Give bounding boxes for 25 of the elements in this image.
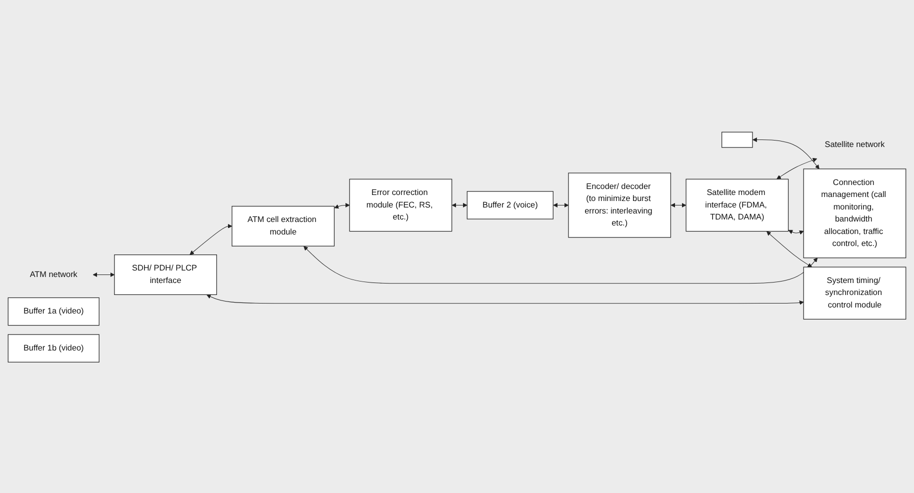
node-box: Buffer 1b (video) <box>8 334 100 362</box>
arrow <box>788 230 804 235</box>
node-box: System timing/ synchronization control module <box>803 266 906 320</box>
node-box: Buffer 1a (video) <box>8 297 100 326</box>
arrow <box>206 294 804 305</box>
node-box: SDH/ PDH/ PLCP interface <box>114 254 217 295</box>
node-box: Satellite modem interface (FDMA, TDMA, DAMA) <box>686 178 789 232</box>
arrow <box>92 272 115 277</box>
node-box: Error correction module (FEC, RS, etc.) <box>349 178 452 232</box>
arrow <box>452 202 468 208</box>
node-text: Satellite network <box>824 140 885 149</box>
node-text: ATM network <box>30 270 78 279</box>
arrow <box>752 137 820 169</box>
arrow <box>334 202 350 208</box>
arrow <box>304 246 818 284</box>
arrow <box>553 202 569 208</box>
arrow <box>190 224 232 255</box>
node-box <box>722 132 753 148</box>
node-box: Encoder/ decoder (to minimize burst errors: interleaving etc.) <box>568 172 672 238</box>
arrow <box>670 202 686 208</box>
node-box: ATM cell extraction module <box>232 206 335 246</box>
arrow <box>766 231 812 268</box>
node-box: Connection management (call monitoring, bandwidth allocation, traffic control, etc.) <box>803 168 906 258</box>
arrow <box>776 158 818 180</box>
node-box: Buffer 2 (voice) <box>466 190 554 220</box>
